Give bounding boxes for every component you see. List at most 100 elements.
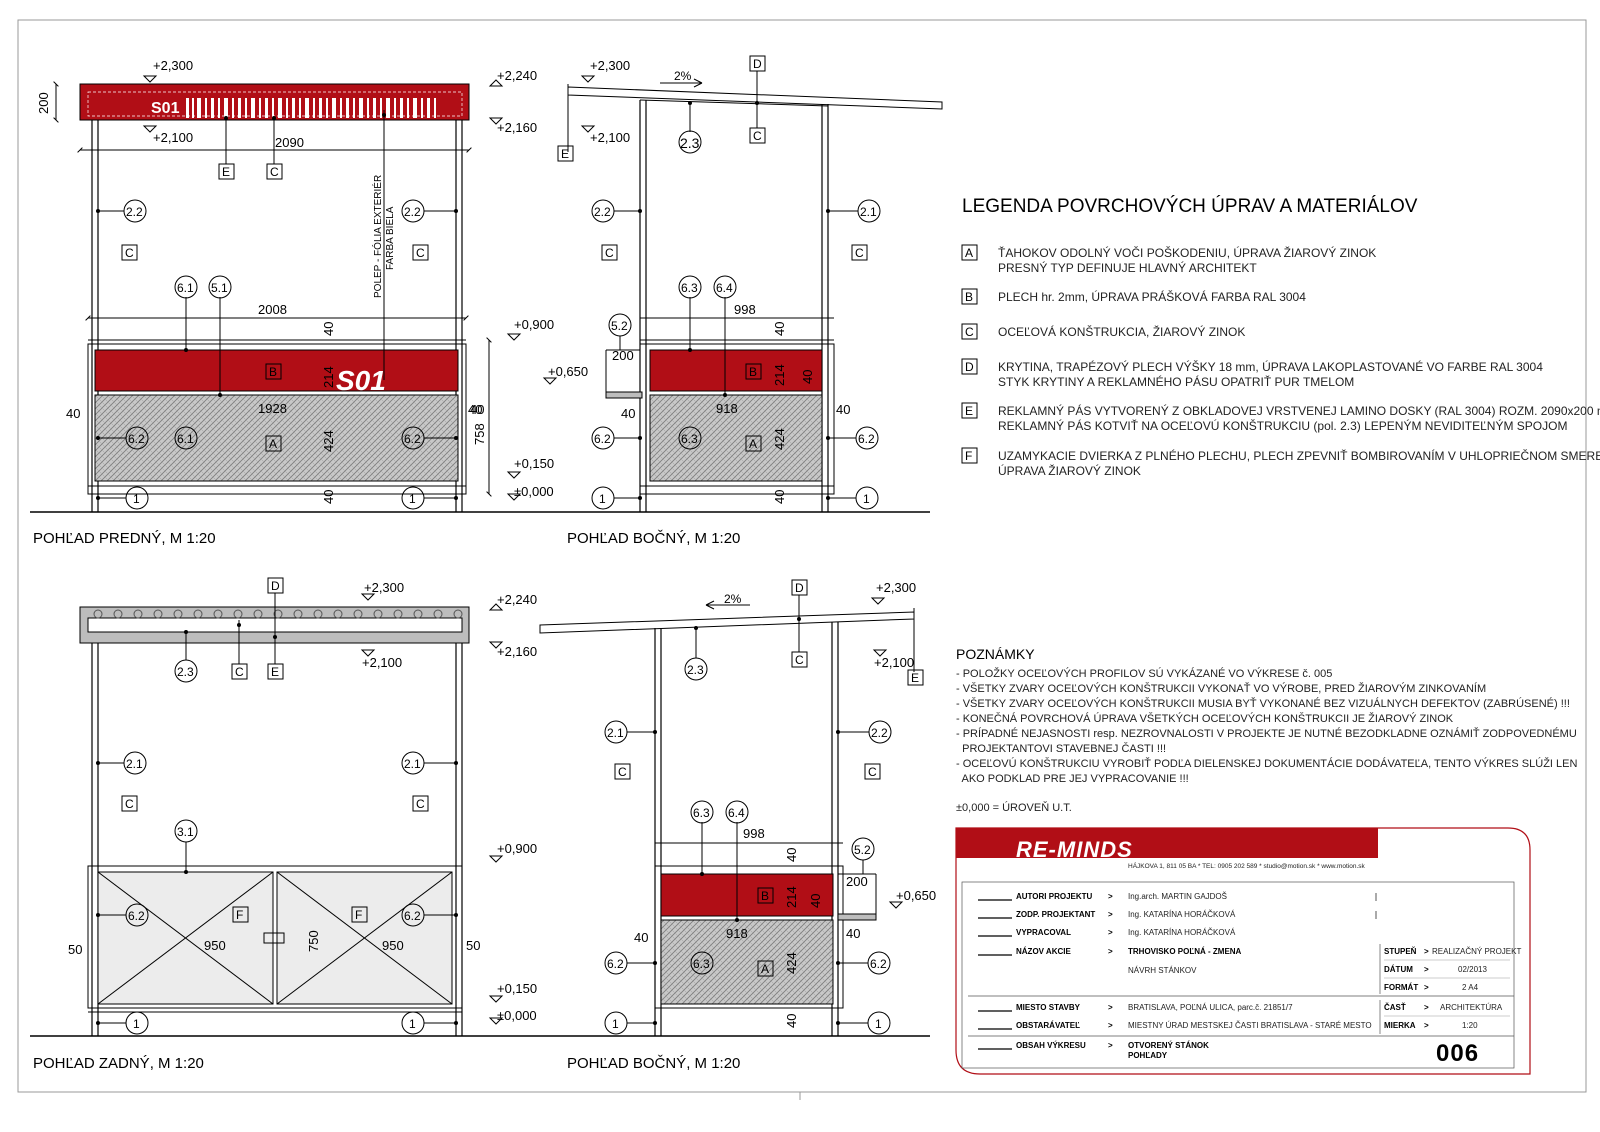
rear-dim-750: 750 <box>306 930 321 952</box>
view-title-rear: POHĽAD ZADNÝ, M 1:20 <box>33 1055 204 1072</box>
svg-text:>: > <box>1424 1003 1429 1012</box>
side1-panel-b <box>649 349 823 392</box>
svg-text:6.2: 6.2 <box>594 432 611 446</box>
dim-214: 214 <box>321 366 336 388</box>
legend-item-c: C OCEĽOVÁ KONŠTRUKCIA, ŽIAROVÝ ZINOK <box>961 323 1245 340</box>
svg-text:NÁVRH STÁNKOV: NÁVRH STÁNKOV <box>1128 966 1197 975</box>
svg-text:+2,240: +2,240 <box>497 68 537 83</box>
svg-text:>: > <box>1424 947 1429 956</box>
svg-text:+0,900: +0,900 <box>497 841 537 856</box>
side1-dim-998: 998 <box>734 302 756 317</box>
side2-dim-998: 998 <box>743 826 765 841</box>
svg-text:6.1: 6.1 <box>177 432 194 446</box>
svg-text:UZAMYKACIE DVIERKA Z PLNÉHO PL: UZAMYKACIE DVIERKA Z PLNÉHO PLECHU, PLEC… <box>998 448 1600 463</box>
svg-text:+2,300: +2,300 <box>590 58 630 73</box>
svg-text:6.2: 6.2 <box>404 909 421 923</box>
svg-text:6.2: 6.2 <box>128 432 145 446</box>
svg-text:±0,000: ±0,000 <box>514 484 554 499</box>
svg-text:2.1: 2.1 <box>404 757 421 771</box>
svg-text:B: B <box>761 889 769 903</box>
svg-text:C: C <box>965 325 974 339</box>
svg-text:NÁZOV AKCIE: NÁZOV AKCIE <box>1016 947 1071 956</box>
front-ad-band <box>79 83 470 121</box>
notes-title: POZNÁMKY <box>956 646 1035 662</box>
svg-text:STUPEŇ: STUPEŇ <box>1384 947 1417 956</box>
svg-text:C: C <box>605 246 614 260</box>
front-band-logo: S01 <box>151 100 180 117</box>
svg-text:6.2: 6.2 <box>128 909 145 923</box>
side1-dim-918: 918 <box>716 401 738 416</box>
side2-dim-40v3: 40 <box>784 1014 799 1028</box>
side2-levels: +2,300 +2,100 +0,650 <box>870 580 936 909</box>
svg-text:OBSTARÁVATEĽ: OBSTARÁVATEĽ <box>1016 1021 1080 1030</box>
svg-text:ČASŤ: ČASŤ <box>1384 1003 1406 1012</box>
svg-text:>: > <box>1108 928 1113 937</box>
svg-text:2.2: 2.2 <box>871 726 888 740</box>
svg-text:>: > <box>1424 965 1429 974</box>
front-counter-logo: S01 <box>336 365 386 396</box>
svg-text:6.4: 6.4 <box>716 281 733 295</box>
front-ad-barcode <box>186 98 436 118</box>
svg-text:F: F <box>236 908 243 922</box>
sheet-border <box>17 19 1587 1093</box>
front-levels: +2,300 +2,100 +2,240 +2,160 +0,900 +0,15… <box>142 58 554 501</box>
svg-text:MIESTNY ÚRAD MESTSKEJ ČASTI BR: MIESTNY ÚRAD MESTSKEJ ČASTI BRATISLAVA -… <box>1128 1021 1372 1030</box>
svg-text:C: C <box>270 165 279 179</box>
svg-text:>: > <box>1108 892 1113 901</box>
svg-text:POHĽADY: POHĽADY <box>1128 1051 1168 1060</box>
svg-text:OBSAH VÝKRESU: OBSAH VÝKRESU <box>1016 1041 1086 1050</box>
svg-text:PLECH hr. 2mm, ÚPRAVA PRÁŠKOVÁ: PLECH hr. 2mm, ÚPRAVA PRÁŠKOVÁ FARBA RAL… <box>998 289 1306 304</box>
svg-text:2.1: 2.1 <box>860 205 877 219</box>
svg-text:5.1: 5.1 <box>211 281 228 295</box>
side2-dim-40v2: 40 <box>808 894 823 908</box>
side1-dim-40r: 40 <box>836 402 850 417</box>
side2-dim-214: 214 <box>784 886 799 908</box>
svg-text:6.3: 6.3 <box>681 432 698 446</box>
title-block: RE-MINDS HÁJKOVA 1, 811 05 BA * TEL: 090… <box>955 827 1531 1075</box>
svg-text:1: 1 <box>409 492 416 506</box>
svg-text:ÚPRAVA ŽIAROVÝ ZINOK: ÚPRAVA ŽIAROVÝ ZINOK <box>998 463 1141 478</box>
side2-dim-200: 200 <box>846 874 868 889</box>
front-counter-panel-b <box>94 349 459 392</box>
svg-text:6.3: 6.3 <box>693 806 710 820</box>
svg-text:KRYTINA, TRAPÉZOVÝ PLECH VÝŠKY: KRYTINA, TRAPÉZOVÝ PLECH VÝŠKY 18 mm, ÚP… <box>998 359 1543 374</box>
legend-title: LEGENDA POVRCHOVÝCH ÚPRAV A MATERIÁLOV <box>962 195 1418 217</box>
svg-text:STYK KRYTINY A REKLAMNÉHO PÁSU: STYK KRYTINY A REKLAMNÉHO PÁSU OPATRIŤ P… <box>998 374 1354 389</box>
svg-text:Ing. KATARÍNA HORÁČKOVÁ: Ing. KATARÍNA HORÁČKOVÁ <box>1128 928 1236 937</box>
svg-text:- VŠETKY ZVARY OCEĽOVÝCH KONŠT: - VŠETKY ZVARY OCEĽOVÝCH KONŠTRUKCII VYK… <box>956 682 1486 695</box>
svg-text:6.1: 6.1 <box>177 281 194 295</box>
title-block-rows: AUTORI PROJEKTU > Ing.arch. MARTIN GAJDO… <box>968 892 1521 1060</box>
notes: POZNÁMKY - POLOŽKY OCEĽOVÝCH PROFILOV SÚ… <box>956 646 1577 814</box>
svg-text:1: 1 <box>599 492 606 506</box>
svg-text:>: > <box>1108 1003 1113 1012</box>
side1-dim-214: 214 <box>772 364 787 386</box>
svg-text:5.2: 5.2 <box>854 843 871 857</box>
rear-dim-950-r: 950 <box>382 938 404 953</box>
svg-text:TRHOVISKO POĽNÁ - ZMENA: TRHOVISKO POĽNÁ - ZMENA <box>1128 947 1242 956</box>
svg-text:>: > <box>1424 1021 1429 1030</box>
side1-dim-200: 200 <box>612 348 634 363</box>
brand-logo: RE-MINDS <box>1016 837 1133 862</box>
svg-text:02/2013: 02/2013 <box>1458 965 1487 974</box>
svg-text:D: D <box>753 57 762 71</box>
svg-text:C: C <box>416 797 425 811</box>
svg-text:OTVORENÝ STÁNOK: OTVORENÝ STÁNOK <box>1128 1041 1209 1050</box>
svg-text:1: 1 <box>133 1017 140 1031</box>
side-view-2: 2% 200 998 918 40 40 40 214 40 424 40 +2… <box>539 579 936 1072</box>
side2-dim-40v: 40 <box>784 848 799 862</box>
dim-1928: 1928 <box>258 401 287 416</box>
svg-text:E: E <box>271 665 279 679</box>
svg-text:6.4: 6.4 <box>728 806 745 820</box>
svg-text:1: 1 <box>409 1017 416 1031</box>
svg-text:2.3: 2.3 <box>680 135 700 151</box>
dim-40-ghost: 40 <box>470 402 484 417</box>
svg-text:3.1: 3.1 <box>177 825 194 839</box>
svg-text:1: 1 <box>133 492 140 506</box>
dim-40-left: 40 <box>66 406 80 421</box>
side1-dim-40v2: 40 <box>800 370 815 384</box>
svg-text:2.2: 2.2 <box>126 205 143 219</box>
svg-text:C: C <box>618 765 627 779</box>
side2-dim-918: 918 <box>726 926 748 941</box>
side2-dim-40r: 40 <box>846 926 860 941</box>
level-note: ±0,000 = ÚROVEŇ U.T. <box>956 801 1072 814</box>
